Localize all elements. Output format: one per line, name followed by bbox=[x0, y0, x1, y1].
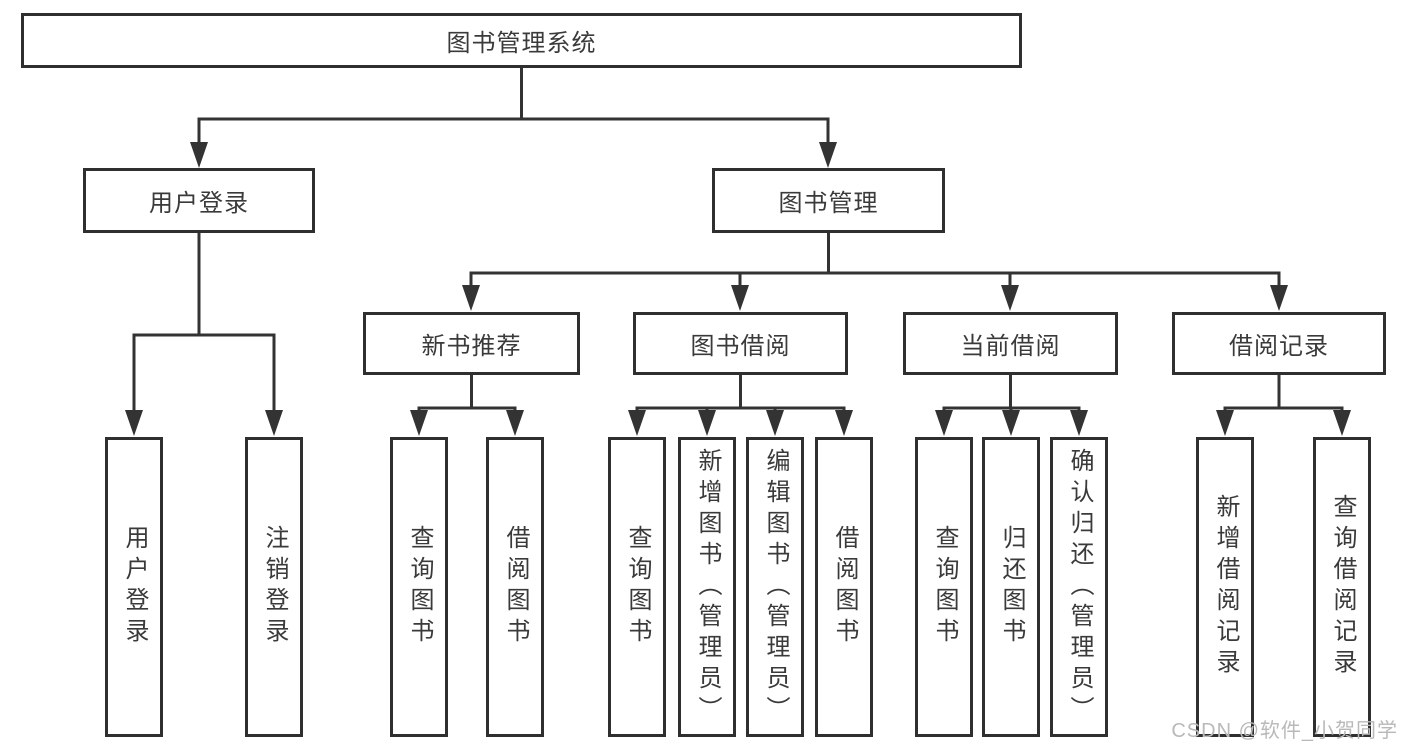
node-label: 借阅记录 bbox=[1229, 333, 1329, 360]
leaf-label: 查询图书 bbox=[406, 525, 433, 649]
leaf-label: 借阅图书 bbox=[502, 525, 529, 649]
leaf-query-books-recommend: 查询图书 bbox=[390, 437, 448, 737]
node-label: 用户登录 bbox=[149, 190, 249, 217]
leaf-borrow-books: 借阅图书 bbox=[815, 437, 873, 737]
leaf-label: 新增借阅记录 bbox=[1212, 494, 1239, 680]
leaf-label: 编辑图书（管理员） bbox=[762, 447, 789, 727]
leaf-logout: 注销登录 bbox=[245, 437, 303, 737]
leaf-label: 借阅图书 bbox=[831, 525, 858, 649]
node-book-management: 图书管理 bbox=[712, 168, 945, 233]
node-borrow-records: 借阅记录 bbox=[1172, 312, 1386, 375]
node-label: 新书推荐 bbox=[421, 333, 522, 360]
node-label: 当前借阅 bbox=[960, 333, 1061, 360]
node-root-system: 图书管理系统 bbox=[21, 13, 1022, 68]
leaf-edit-books-admin: 编辑图书（管理员） bbox=[746, 437, 804, 737]
node-label: 图书管理 bbox=[778, 190, 879, 217]
leaf-add-books-admin: 新增图书（管理员） bbox=[678, 437, 736, 737]
leaf-return-books: 归还图书 bbox=[982, 437, 1040, 737]
leaf-borrow-books-recommend: 借阅图书 bbox=[486, 437, 544, 737]
leaf-user-login: 用户登录 bbox=[105, 437, 163, 737]
leaf-label: 注销登录 bbox=[261, 525, 288, 649]
leaf-label: 查询图书 bbox=[931, 525, 958, 649]
leaf-label: 归还图书 bbox=[998, 525, 1025, 649]
leaf-query-borrow-record: 查询借阅记录 bbox=[1313, 437, 1371, 737]
node-user-login: 用户登录 bbox=[83, 168, 315, 233]
leaf-query-books-current: 查询图书 bbox=[915, 437, 973, 737]
node-book-borrow: 图书借阅 bbox=[633, 312, 848, 375]
node-new-book-recommend: 新书推荐 bbox=[363, 312, 580, 375]
leaf-confirm-return-admin: 确认归还（管理员） bbox=[1050, 437, 1108, 737]
leaf-label: 用户登录 bbox=[121, 525, 148, 649]
csdn-watermark: CSDN @软件_小贺同学 bbox=[1171, 720, 1398, 742]
node-label: 图书借阅 bbox=[690, 333, 791, 360]
leaf-label: 查询图书 bbox=[624, 525, 651, 649]
leaf-label: 新增图书（管理员） bbox=[694, 447, 721, 727]
node-label: 图书管理系统 bbox=[446, 30, 597, 57]
leaf-label: 确认归还（管理员） bbox=[1066, 447, 1093, 727]
node-current-borrow: 当前借阅 bbox=[903, 312, 1118, 375]
leaf-add-borrow-record: 新增借阅记录 bbox=[1196, 437, 1254, 737]
leaf-query-books-borrow: 查询图书 bbox=[608, 437, 666, 737]
leaf-label: 查询借阅记录 bbox=[1329, 494, 1356, 680]
